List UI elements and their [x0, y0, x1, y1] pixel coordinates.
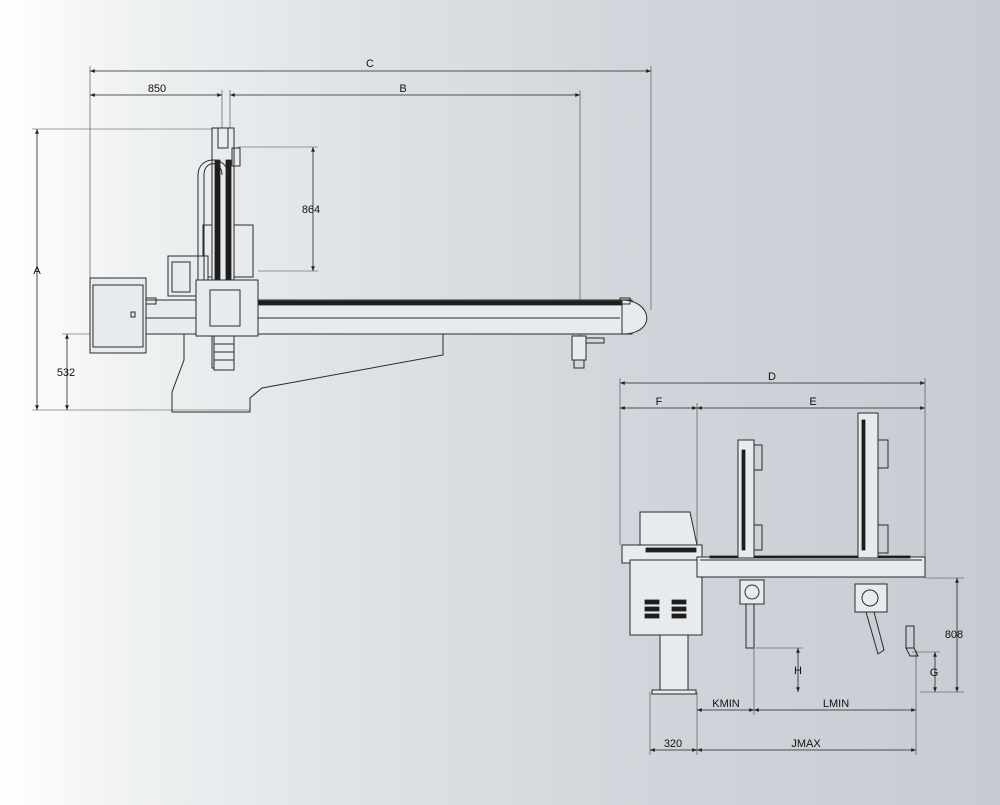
- dimension-lmin-label: LMIN: [823, 698, 849, 710]
- vertical-arm: [167, 127, 259, 371]
- dimension-864: 864: [238, 146, 320, 272]
- dimension-850: 850: [90, 83, 223, 140]
- side-view: C 850 B 864 A: [32, 58, 652, 413]
- control-cabinet: [89, 277, 147, 354]
- dimension-850-label: 850: [148, 83, 166, 95]
- dimension-a-label: A: [33, 265, 41, 277]
- dimension-c-label: C: [366, 58, 374, 70]
- dimension-c: C: [89, 58, 652, 310]
- dimension-kmin: KMIN: [696, 640, 917, 755]
- dimension-e: E: [697, 396, 925, 410]
- dimension-320: 320: [649, 692, 697, 755]
- dimension-d-label: D: [768, 371, 776, 383]
- dimension-532-label: 532: [57, 367, 75, 379]
- dimension-jmax: JMAX: [697, 738, 916, 752]
- dimension-320-label: 320: [664, 738, 682, 750]
- dimension-808-label: 808: [945, 629, 963, 641]
- dimension-f-label: F: [656, 396, 663, 408]
- dimension-kmin-label: KMIN: [712, 698, 740, 710]
- dimension-h-label: H: [794, 665, 802, 677]
- front-view: D F E 808 G H: [619, 371, 964, 755]
- machine-body: [621, 511, 703, 695]
- dimension-b-label: B: [399, 83, 406, 95]
- dimension-h: H: [756, 647, 803, 692]
- dimension-jmax-label: JMAX: [791, 738, 821, 750]
- dimension-g-label: G: [930, 667, 939, 679]
- dimension-e-label: E: [809, 396, 816, 408]
- dimension-a: A: [32, 128, 250, 411]
- dimension-g: G: [912, 651, 940, 692]
- dimension-808: 808: [920, 577, 964, 693]
- left-arm: [737, 439, 765, 649]
- dimension-lmin: LMIN: [754, 698, 916, 712]
- front-beam: [696, 555, 926, 578]
- right-arm: [854, 412, 919, 657]
- support-leg: [571, 335, 605, 369]
- dimension-864-label: 864: [302, 204, 320, 216]
- dimension-f: F: [620, 396, 698, 555]
